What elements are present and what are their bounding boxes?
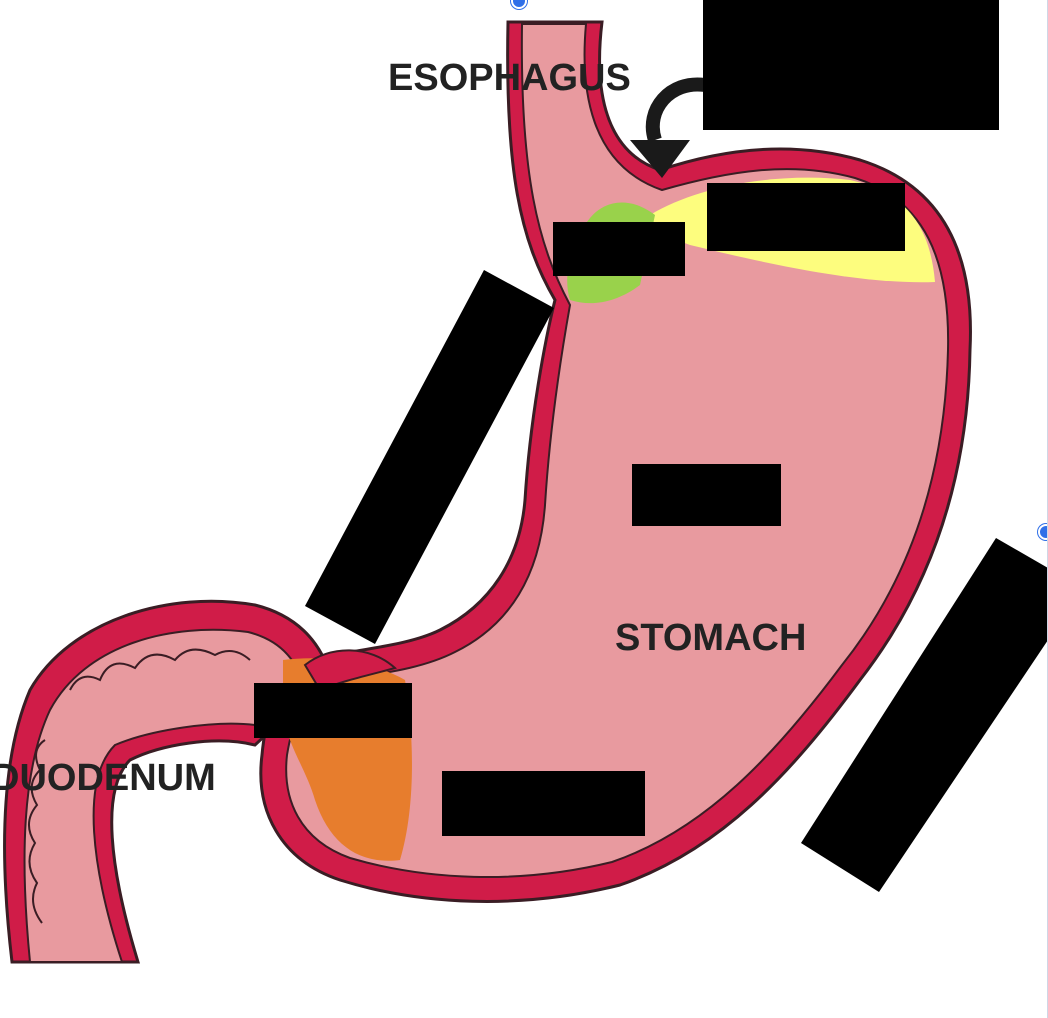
esophagus-label: ESOPHAGUS — [388, 57, 631, 99]
resize-handle-right[interactable] — [1038, 524, 1048, 540]
duodenum-label: DUODENUM — [0, 757, 216, 799]
redaction-box-cardia — [553, 222, 685, 276]
redaction-box-body — [632, 464, 781, 526]
redactions — [254, 0, 1048, 892]
redaction-bar-greater-curvature — [801, 538, 1048, 892]
duodenum — [3, 599, 332, 964]
stomach-label: STOMACH — [615, 617, 806, 659]
resize-handle-top[interactable] — [511, 0, 527, 9]
duodenum-lumen — [23, 628, 307, 963]
redaction-box-top-right — [703, 0, 999, 130]
redaction-box-fundus — [707, 183, 905, 251]
redaction-box-antrum — [442, 771, 645, 836]
redaction-bar-lesser-curvature — [305, 270, 554, 644]
curved-arrow-down-icon — [630, 77, 706, 178]
duodenum-folds — [28, 648, 251, 924]
redaction-box-pylorus — [254, 683, 412, 738]
